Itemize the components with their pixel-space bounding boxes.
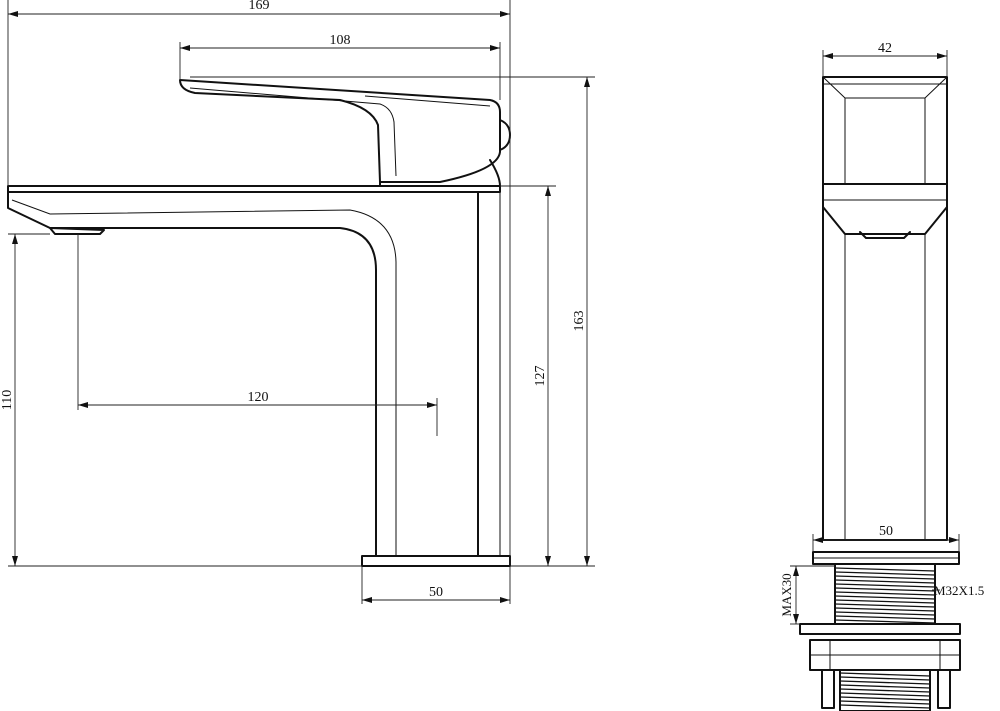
thread-line [834,599,936,604]
thread-spec-label: M32X1.5 [934,583,984,598]
thread-line [834,583,936,588]
thread-line [834,611,936,616]
dim-handle-length: 108 [330,33,351,48]
thread-line [839,676,931,681]
spout-body [7,191,479,557]
dim-handle-width-front: 42 [878,41,892,56]
thread-line [834,579,936,584]
thread-line [839,680,931,685]
thread-line [834,571,936,576]
dim-spout-reach: 120 [248,390,269,405]
thread-line [834,603,936,608]
front-body [822,206,948,541]
thread-line [839,688,931,693]
thread-line [834,595,936,600]
spout-top [7,185,501,193]
thread-line [839,700,931,705]
threaded-shank [834,563,936,625]
dim-spout-height: 110 [0,390,15,410]
handle-knob [499,119,511,151]
thread-line [839,672,931,677]
dim-base-width-side: 50 [429,585,443,600]
side-view [7,79,511,567]
dim-base-width-front: 50 [879,524,893,539]
dim-body-height: 127 [533,366,548,387]
handle-lever [179,79,501,183]
dim-total-length: 169 [249,0,270,13]
thread-line [839,684,931,689]
bolt-left [821,669,835,709]
handle-block [822,76,948,185]
dim-total-height: 163 [572,311,587,332]
dim-max-thread-length: MAX30 [779,573,794,616]
thread-line [834,615,936,620]
thread-line [834,587,936,592]
thread-line [839,704,931,709]
thread-line [834,619,936,624]
side-dimensions: 169 108 163 127 110 120 [0,0,595,604]
thread-line [834,567,936,572]
aerator [49,227,105,235]
thread-line [839,696,931,701]
thread-line [834,575,936,580]
base-plate [361,555,511,567]
thread-line [834,607,936,612]
thread-line [834,591,936,596]
washer [799,623,961,635]
front-aerator [859,231,911,239]
body-collar [822,183,948,235]
thread-line [839,692,931,697]
front-dimensions: 42 50 M32X1.5 MAX30 [779,41,984,625]
front-view [799,76,961,711]
bolt-right [937,669,951,709]
